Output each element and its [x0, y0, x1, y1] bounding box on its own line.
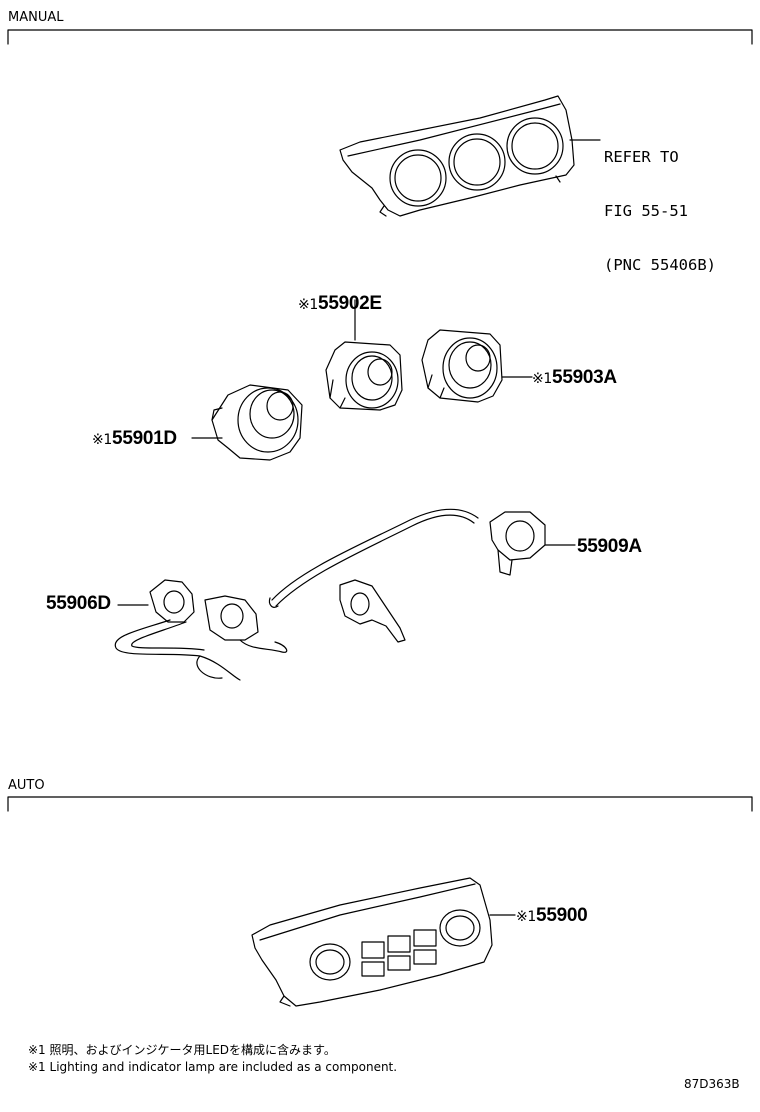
- lighting-mark: ※1: [298, 297, 319, 313]
- lighting-mark: ※1: [532, 371, 553, 387]
- callout-55901d: ※155901D: [92, 429, 177, 448]
- footnote-english: ※1 Lighting and indicator lamp are inclu…: [28, 1060, 398, 1074]
- auto-control-panel: [251, 877, 516, 1007]
- part-number: 55901D: [112, 428, 177, 449]
- figure-code: 87D363B: [684, 1077, 740, 1091]
- refer-note-line-2: FIG 55-51: [604, 202, 688, 220]
- auto-section-frame: [7, 796, 753, 812]
- callout-55906d: 55906D: [46, 594, 111, 613]
- refer-note-line-1: REFER TO: [604, 148, 679, 166]
- manual-section-frame: [7, 29, 753, 45]
- callout-55902e: ※155902E: [298, 294, 382, 313]
- knob-55903a: [421, 329, 533, 403]
- part-number: 55909A: [577, 536, 642, 557]
- refer-note-line-3: (PNC 55406B): [604, 256, 716, 274]
- callout-55903a: ※155903A: [532, 368, 617, 387]
- lighting-mark: ※1: [92, 432, 113, 448]
- part-number: 55906D: [46, 593, 111, 614]
- callout-55909a: 55909A: [577, 537, 642, 556]
- control-panel-bezel: [339, 95, 601, 217]
- part-number: 55903A: [552, 367, 617, 388]
- callout-55900: ※155900: [516, 905, 588, 926]
- cable-assembly: [114, 508, 576, 681]
- auto-section-label: AUTO: [8, 778, 45, 793]
- refer-note: REFER TO FIG 55-51 (PNC 55406B): [604, 112, 716, 292]
- knob-55902e: [325, 299, 403, 411]
- footnote-japanese: ※1 照明、およびインジケータ用LEDを構成に含みます。: [28, 1043, 336, 1057]
- manual-section-label: MANUAL: [8, 10, 64, 25]
- part-number: 55902E: [318, 293, 382, 314]
- lighting-mark: ※1: [516, 909, 537, 925]
- part-number: 55900: [536, 905, 588, 926]
- knob-55901d: [191, 384, 303, 461]
